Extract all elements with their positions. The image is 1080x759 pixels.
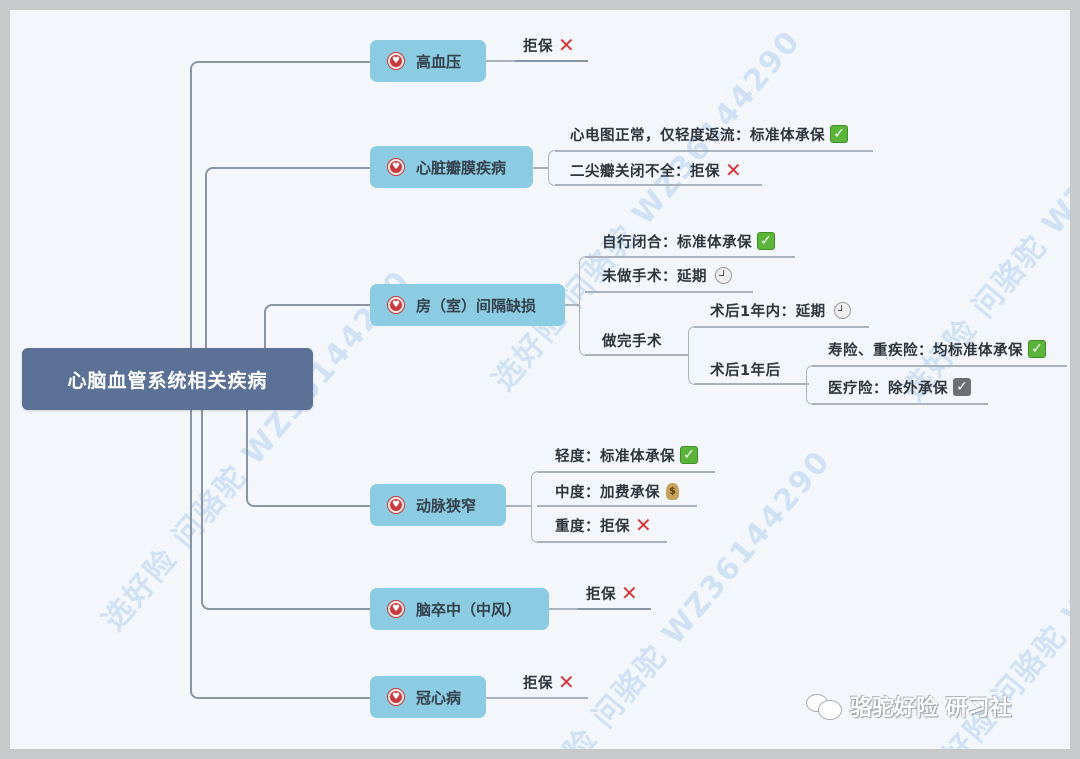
connector-line — [190, 410, 372, 699]
leaf-septal-no-surgery[interactable]: 未做手术：延期 — [602, 264, 732, 286]
leaf-stenosis-severe[interactable]: 重度：拒保 ✕ — [555, 513, 652, 537]
leaf-underline — [585, 354, 688, 356]
connector-bracket — [579, 256, 600, 356]
connector-line — [201, 410, 372, 610]
connector-line — [486, 60, 526, 62]
brand-label: 骆驼好险 研习社 — [850, 696, 1012, 721]
money-bag-icon: $ — [666, 482, 679, 500]
wechat-icon — [806, 694, 842, 720]
connector-line — [565, 304, 580, 306]
heart-icon — [388, 53, 404, 69]
topic-label: 高血压 — [416, 52, 462, 71]
mindmap-canvas: 选好险 问骆驼 WZ36144290 选好险 问骆驼 WZ36144290 选好… — [10, 10, 1070, 749]
check-icon: ✓ — [680, 446, 698, 464]
leaf-septal-post-surgery[interactable]: 做完手术 — [602, 333, 662, 350]
check-icon: ✓ — [1028, 340, 1046, 358]
leaf-valve-standard[interactable]: 心电图正常，仅轻度返流：标准体承保 ✓ — [570, 123, 848, 145]
connector-bracket — [531, 471, 552, 543]
leaf-underline — [585, 256, 795, 258]
leaf-underline — [555, 150, 873, 152]
connector-line — [533, 167, 548, 169]
leaf-stenosis-mild[interactable]: 轻度：标准体承保 ✓ — [555, 444, 698, 466]
topic-label: 动脉狭窄 — [416, 496, 477, 515]
leaf-medical-exclusion[interactable]: 医疗险：除外承保 ✓ — [828, 376, 971, 398]
topic-septal-defect[interactable]: 房（室）间隔缺损 — [370, 284, 565, 326]
leaf-within-1-year[interactable]: 术后1年内：延期 — [710, 299, 851, 321]
topic-coronary-heart-disease[interactable]: 冠心病 — [370, 676, 486, 718]
connector-line — [246, 410, 372, 507]
leaf-septal-self-closed[interactable]: 自行闭合：标准体承保 ✓ — [602, 230, 775, 252]
leaf-underline — [515, 697, 588, 699]
check-icon: ✓ — [830, 125, 848, 143]
clock-icon — [715, 266, 732, 284]
cross-icon: ✕ — [725, 158, 742, 182]
leaf-underline — [578, 608, 651, 610]
heart-icon — [388, 689, 404, 705]
connector-line — [190, 61, 372, 352]
root-topic[interactable]: 心脑血管系统相关疾病 — [22, 348, 313, 410]
cross-icon: ✕ — [558, 670, 575, 694]
connector-line — [264, 304, 372, 352]
leaf-stenosis-moderate[interactable]: 中度：加费承保 $ — [555, 480, 679, 502]
topic-hypertension[interactable]: 高血压 — [370, 40, 486, 82]
leaf-hypertension-declined[interactable]: 拒保 ✕ — [523, 33, 575, 57]
connector-line — [205, 167, 372, 352]
check-icon: ✓ — [757, 232, 775, 250]
topic-label: 脑卒中（中风） — [416, 600, 522, 619]
root-topic-label: 心脑血管系统相关疾病 — [67, 369, 268, 392]
check-gray-icon: ✓ — [953, 378, 971, 396]
brand-logo: 骆驼好险 研习社 — [806, 690, 1012, 722]
leaf-underline — [537, 541, 667, 543]
leaf-underline — [812, 365, 1067, 367]
leaf-underline — [585, 291, 753, 293]
topic-label: 心脏瓣膜疾病 — [416, 158, 507, 177]
heart-icon — [388, 497, 404, 513]
topic-label: 房（室）间隔缺损 — [416, 296, 537, 315]
leaf-chd-declined[interactable]: 拒保 ✕ — [523, 670, 575, 694]
leaf-underline — [555, 184, 762, 186]
clock-icon — [833, 301, 851, 319]
leaf-underline — [515, 60, 588, 62]
leaf-underline — [694, 326, 869, 328]
heart-icon — [388, 297, 404, 313]
topic-heart-valve-disease[interactable]: 心脏瓣膜疾病 — [370, 146, 533, 188]
cross-icon: ✕ — [635, 513, 652, 537]
leaf-underline — [812, 403, 988, 405]
leaf-after-1-year[interactable]: 术后1年后 — [710, 362, 781, 379]
topic-stroke[interactable]: 脑卒中（中风） — [370, 588, 549, 630]
connector-bracket — [688, 326, 709, 385]
connector-line — [486, 697, 526, 699]
leaf-life-critical-illness[interactable]: 寿险、重疾险：均标准体承保 ✓ — [828, 338, 1046, 360]
leaf-underline — [537, 471, 715, 473]
heart-icon — [388, 601, 404, 617]
topic-label: 冠心病 — [416, 688, 462, 707]
leaf-underline — [537, 505, 697, 507]
cross-icon: ✕ — [558, 33, 575, 57]
topic-artery-stenosis[interactable]: 动脉狭窄 — [370, 484, 506, 526]
leaf-stroke-declined[interactable]: 拒保 ✕ — [586, 581, 638, 605]
connector-line — [549, 608, 589, 610]
leaf-valve-declined[interactable]: 二尖瓣关闭不全：拒保 ✕ — [570, 158, 742, 182]
connector-bracket — [806, 365, 827, 405]
connector-bracket — [548, 150, 569, 186]
cross-icon: ✕ — [621, 581, 638, 605]
connector-line — [506, 505, 531, 507]
leaf-underline — [694, 383, 809, 385]
heart-icon — [388, 159, 404, 175]
